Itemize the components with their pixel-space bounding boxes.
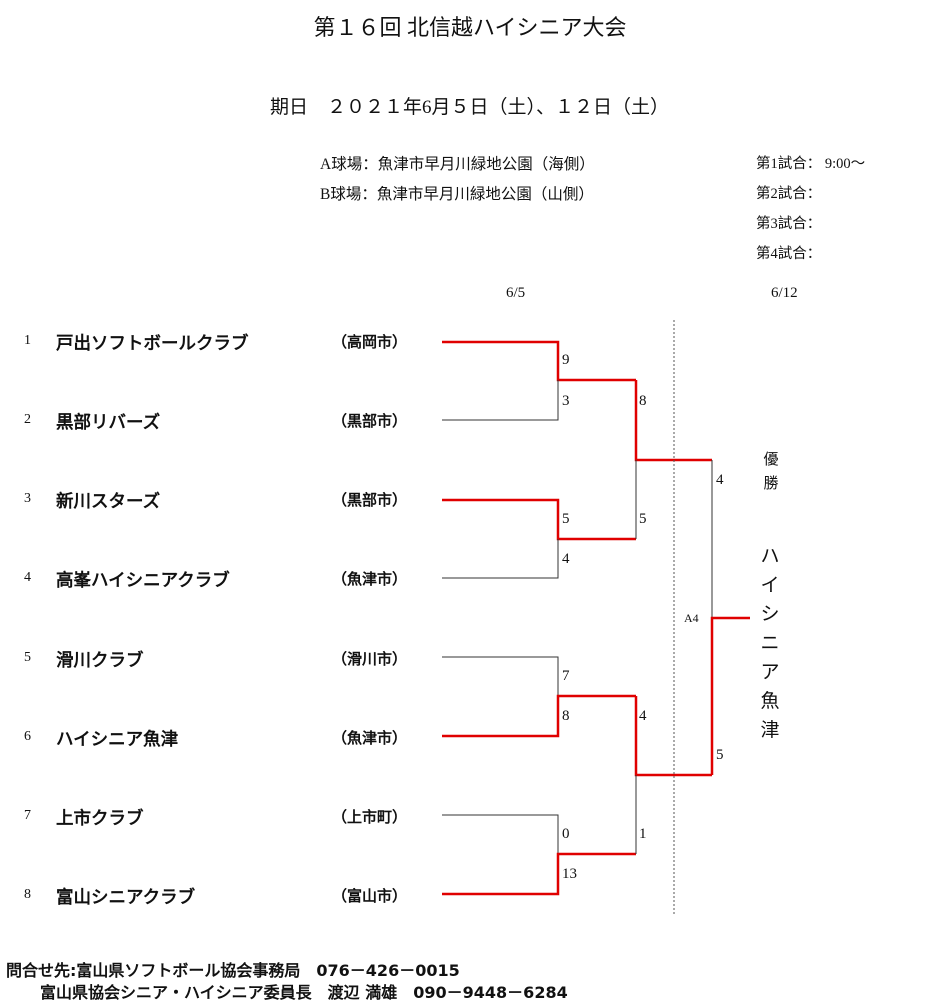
- bracket-line-winner: [634, 696, 712, 777]
- team-name: 高峯ハイシニアクラブ: [56, 571, 230, 591]
- score-label: 8: [639, 393, 647, 409]
- team-number: 4: [24, 570, 31, 585]
- team-city: （滑川市）: [332, 650, 408, 668]
- score-label: 4: [639, 708, 647, 724]
- team-city: （黒部市）: [332, 412, 408, 430]
- score-label: 13: [562, 866, 577, 882]
- game-time-1: 第1試合： 9:00〜: [756, 156, 866, 172]
- bracket-line: [442, 814, 559, 854]
- score-label: 5: [562, 511, 570, 527]
- team-city: （高岡市）: [332, 333, 408, 351]
- team-name: 滑川クラブ: [56, 651, 144, 671]
- bracket-line-winner: [442, 498, 636, 541]
- team-name: 上市クラブ: [56, 809, 144, 829]
- event-date: 期日 ２０２１年6月５日（土）、１２日（土）: [270, 97, 670, 118]
- team-city: （魚津市）: [332, 570, 408, 588]
- game-time-3: 第3試合：: [756, 216, 822, 232]
- team-number: 8: [24, 887, 31, 902]
- team-city: （魚津市）: [332, 729, 408, 747]
- team-name: ハイシニア魚津: [56, 730, 179, 750]
- team-number: 2: [24, 412, 31, 427]
- team-city: （黒部市）: [332, 491, 408, 509]
- bracket-line: [442, 380, 559, 421]
- champion-name: ハイシニア魚津: [760, 546, 780, 741]
- score-label: 0: [562, 826, 570, 842]
- bracket-line-winner: [442, 694, 636, 738]
- bracket-line-winner: [710, 616, 750, 775]
- score-label: 3: [562, 393, 570, 409]
- score-label: 5: [716, 747, 724, 763]
- game-time-2: 第2試合：: [756, 186, 822, 202]
- team-number: 5: [24, 650, 31, 665]
- bracket-line: [442, 656, 559, 696]
- team-name: 富山シニアクラブ: [56, 888, 196, 908]
- final-venue-label: A4: [684, 611, 699, 625]
- score-label: 9: [562, 352, 570, 368]
- team-number: 1: [24, 333, 31, 348]
- game-time-4: 第4試合：: [756, 246, 822, 262]
- score-label: 5: [639, 511, 647, 527]
- page-title: 第１６回 北信越ハイシニア大会: [313, 15, 627, 40]
- day-label-final: 6/12: [771, 285, 798, 301]
- team-city: （上市町）: [332, 808, 408, 826]
- score-label: 1: [639, 826, 647, 842]
- contact-committee: 富山県協会シニア・ハイシニア委員長 渡辺 満雄 090－9448－6284: [40, 983, 568, 1002]
- team-name: 戸出ソフトボールクラブ: [56, 334, 249, 354]
- contact-office: 問合せ先:富山県ソフトボール協会事務局 076－426－0015: [6, 961, 460, 980]
- team-number: 3: [24, 491, 31, 506]
- bracket-line-winner: [442, 340, 636, 382]
- venue-b: B球場：魚津市早月川緑地公園（山側）: [320, 186, 594, 203]
- venue-a: A球場：魚津市早月川緑地公園（海側）: [320, 156, 595, 173]
- day-label-round1: 6/5: [506, 285, 526, 301]
- bracket-line-winner: [442, 852, 636, 896]
- team-number: 6: [24, 729, 31, 744]
- bracket-line: [442, 539, 559, 579]
- team-city: （富山市）: [332, 887, 408, 905]
- team-number: 7: [24, 808, 31, 823]
- score-label: 4: [716, 472, 724, 488]
- score-label: 4: [562, 551, 570, 567]
- team-name: 新川スターズ: [56, 492, 161, 512]
- score-label: 8: [562, 708, 570, 724]
- score-label: 7: [562, 668, 570, 684]
- winner-label: 優勝: [763, 452, 779, 492]
- team-name: 黒部リバーズ: [56, 413, 161, 433]
